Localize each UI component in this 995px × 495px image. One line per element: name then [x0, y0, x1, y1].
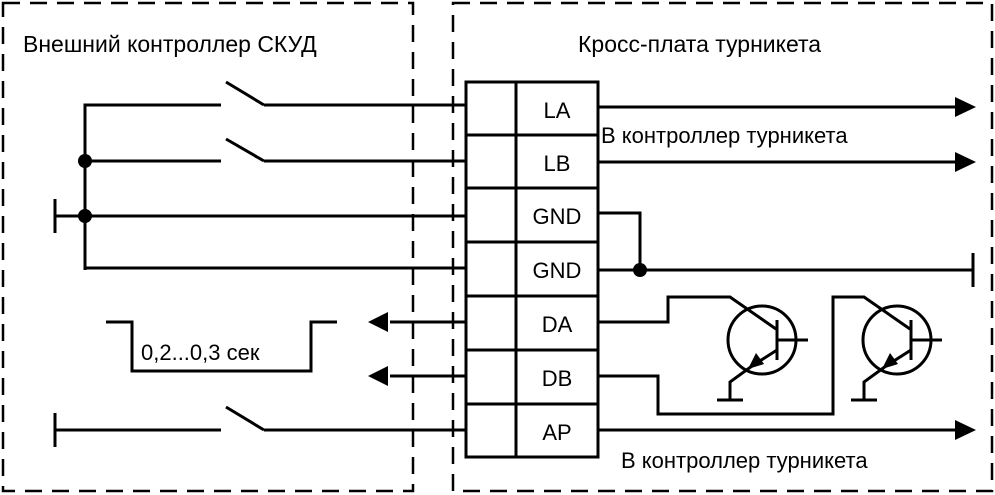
- arrow-ap-right-icon: [955, 420, 976, 440]
- wire-gnd-2: [83, 216, 466, 270]
- turnstile-board-title: Кросс-плата турникета: [578, 31, 821, 57]
- arrow-db-left-icon: [368, 366, 388, 386]
- switch-ap: [53, 405, 466, 447]
- terminal-label-lb: LB: [544, 151, 571, 176]
- wire-db-collector: [598, 295, 911, 416]
- output-label-ap: В контроллер турникета: [621, 448, 868, 473]
- wire-gnd-1-right: [598, 211, 642, 270]
- switch-la-contact: [225, 80, 265, 107]
- switch-ap-contact: [225, 405, 265, 432]
- transistor-da: [598, 295, 808, 402]
- junction-dot: [633, 263, 647, 277]
- pulse-waveform: [106, 320, 337, 373]
- wire-da-collector: [598, 295, 777, 331]
- turnstile-board-box: [451, 1, 994, 493]
- terminal-label-da: DA: [542, 312, 573, 337]
- switch-lb: [78, 137, 466, 168]
- arrow-lb-right-icon: [955, 152, 976, 172]
- switch-lb-contact: [225, 137, 265, 163]
- terminal-label-gnd-1: GND: [533, 204, 582, 229]
- ground-left-gnd: [53, 199, 466, 233]
- transistor-da-emitter-arrow-icon: [748, 353, 764, 369]
- common-bus-wire: [83, 103, 221, 270]
- terminal-label-la: LA: [544, 98, 571, 123]
- terminal-label-ap: AP: [542, 420, 571, 445]
- junction-dot: [78, 154, 92, 168]
- transistor-db: [598, 295, 942, 416]
- arrow-da-left-icon: [368, 312, 388, 332]
- output-label-la-lb: В контроллер турникета: [601, 123, 848, 148]
- transistor-da-emitter-lead: [728, 364, 753, 400]
- external-controller-box: [1, 1, 415, 493]
- terminal-label-gnd-2: GND: [533, 258, 582, 283]
- arrow-la-right-icon: [955, 97, 976, 117]
- transistor-db-emitter-lead: [862, 364, 887, 400]
- switch-la: [83, 80, 466, 270]
- pulse-duration-label: 0,2...0,3 сек: [141, 340, 260, 365]
- terminal-label-db: DB: [542, 366, 573, 391]
- external-controller-title: Внешний контроллер СКУД: [23, 31, 317, 57]
- transistor-db-emitter-arrow-icon: [882, 353, 898, 369]
- ground-right-gnd: [598, 211, 975, 287]
